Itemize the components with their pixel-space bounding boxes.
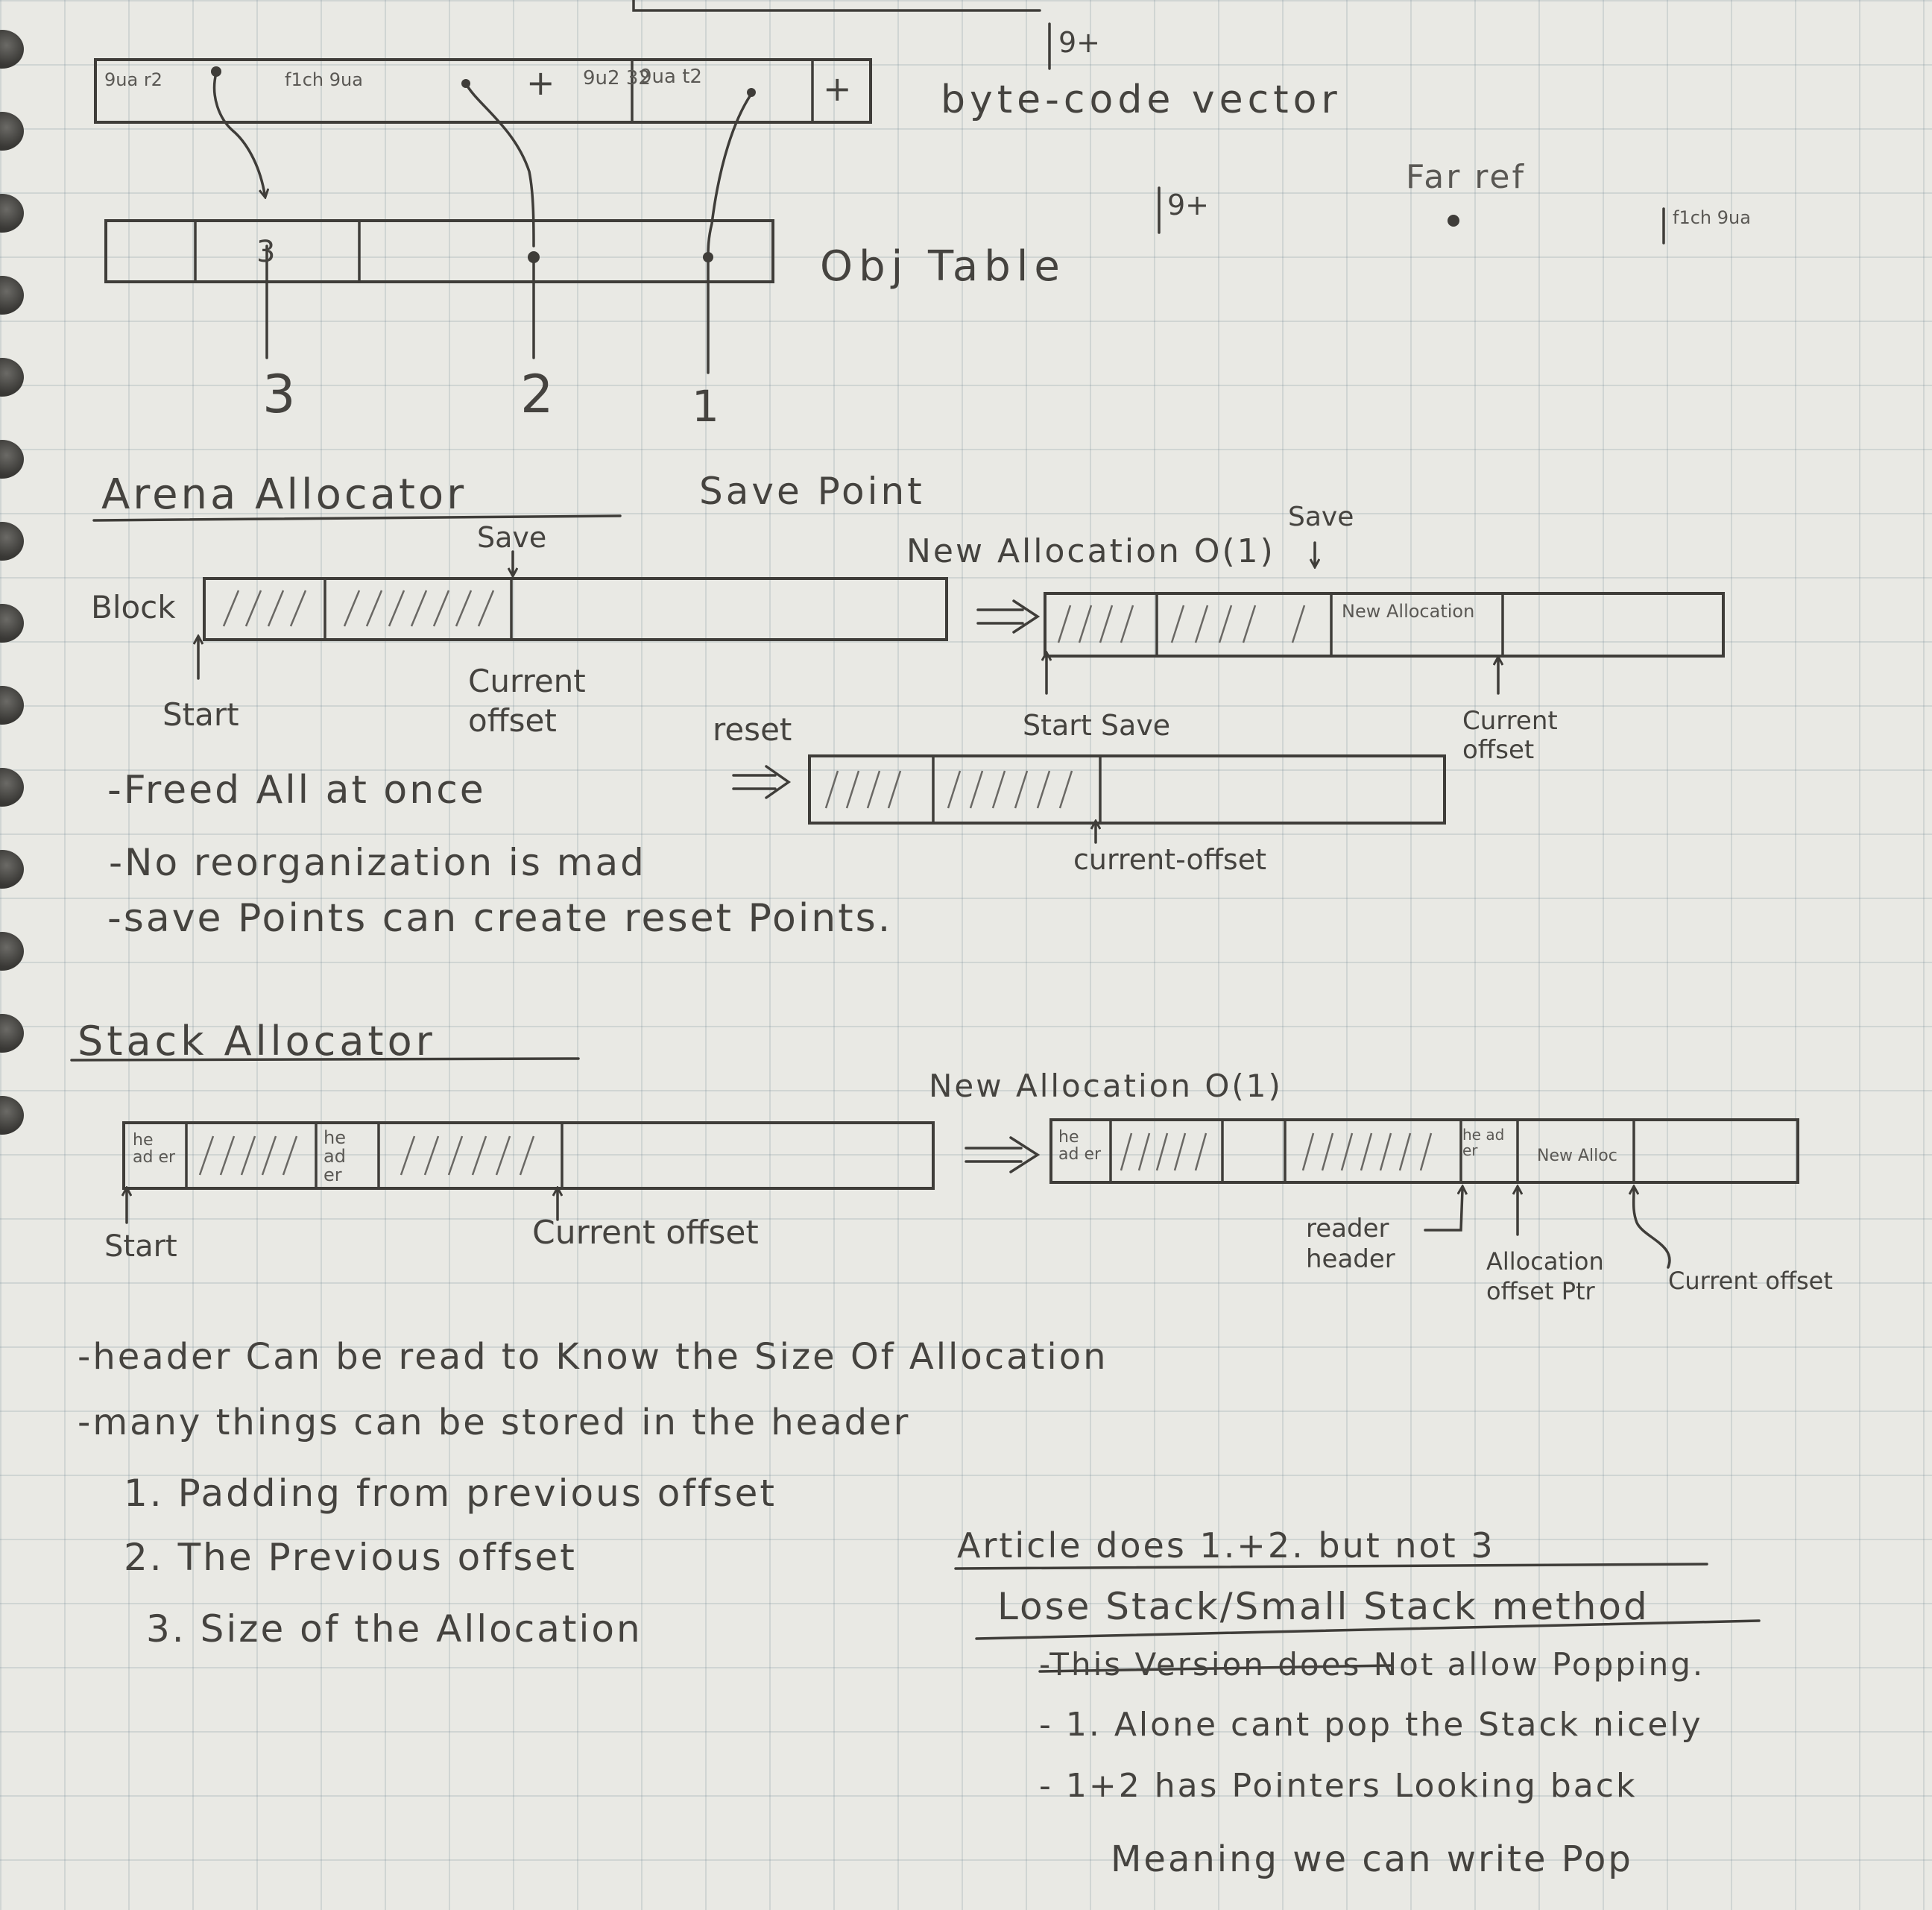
bytecode-cell: 9ua r2	[104, 69, 162, 90]
table-label: Obj Table	[820, 242, 1066, 291]
header-cell: he ad er	[133, 1131, 176, 1167]
stack-hatch	[1121, 1133, 1431, 1170]
current-offset-label: Current offset	[468, 663, 586, 739]
current-offset-label: Current offset	[1668, 1267, 1833, 1295]
offset-arrow	[1634, 1190, 1670, 1267]
arena-heading: Arena Allocator	[101, 470, 467, 519]
stack-hatch	[200, 1136, 534, 1175]
implies-arrow	[978, 601, 1038, 632]
stack-note: -header Can be read to Know the Size Of …	[78, 1336, 1108, 1378]
arena-note: -No reorganization is mad	[109, 841, 646, 884]
index-label: 2	[520, 364, 554, 425]
arena-block-new	[1045, 593, 1723, 656]
bytecode-cell: 9ua t2	[640, 66, 702, 88]
index-label: 1	[692, 381, 719, 432]
far-ref-label: Far ref	[1406, 158, 1526, 196]
method-title: Lose Stack/Small Stack method	[997, 1585, 1650, 1628]
far-ref-dot	[1448, 215, 1459, 227]
stack-block-new	[1051, 1120, 1798, 1182]
article-underline	[956, 1564, 1707, 1569]
stack-list-item: 1. Padding from previous offset	[124, 1472, 777, 1515]
bytecode-cell: +	[526, 63, 555, 103]
bytecode-cell: f1ch 9ua	[285, 69, 363, 90]
reader-arrow	[1425, 1190, 1462, 1230]
alloc-offset-label: Allocation offset Ptr	[1486, 1247, 1604, 1305]
bytecode-vector	[95, 60, 871, 122]
new-allocation-label: New Allocation O(1)	[929, 1068, 1283, 1104]
far-ref-marker: 9+	[1167, 189, 1210, 221]
arena-note: -Freed All at once	[107, 768, 486, 813]
current-offset-label: Current offset	[1462, 706, 1558, 766]
start-save-label: Start Save	[1023, 709, 1171, 742]
implies-arrow	[966, 1138, 1038, 1172]
bytecode-dot	[211, 66, 221, 77]
stack-list-item: 2. The Previous offset	[124, 1536, 577, 1579]
new-alloc-cell: New Alloc	[1537, 1147, 1617, 1165]
new-allocation-label: New Allocation O(1)	[906, 532, 1275, 570]
method-note: -This Version does Not allow Popping.	[1039, 1646, 1705, 1683]
table-dot	[703, 252, 713, 262]
arena-hatch	[224, 590, 493, 626]
block-label: Block	[91, 589, 176, 625]
obj-table	[106, 221, 773, 282]
pointer-arrow	[215, 73, 265, 194]
method-note: Meaning we can write Pop	[1111, 1838, 1633, 1880]
current-offset-label: current-offset	[1073, 843, 1267, 876]
article-note: Article does 1.+2. but not 3	[957, 1525, 1495, 1566]
reader-header-label: reader header	[1306, 1214, 1395, 1274]
start-label: Start	[162, 696, 239, 733]
bytecode-note: 9+	[1058, 26, 1101, 59]
method-underline	[976, 1621, 1759, 1639]
arena-note: -save Points can create reset Points.	[107, 896, 893, 941]
method-note: - 1+2 has Pointers Looking back	[1039, 1767, 1638, 1805]
implies-arrow	[733, 766, 789, 798]
new-alloc-cell: New Allocation	[1342, 601, 1475, 622]
header-cell: he ad er	[323, 1127, 346, 1186]
save-point-label: Save Point	[699, 470, 925, 513]
stack-list-item: 3. Size of the Allocation	[146, 1607, 643, 1651]
table-dot	[528, 251, 540, 263]
current-offset-label: Current offset	[532, 1214, 759, 1252]
save-marker: Save	[477, 521, 547, 554]
arena-hatch	[826, 771, 1072, 808]
top-edge-box	[634, 0, 1040, 10]
stack-heading-underline	[72, 1059, 578, 1060]
arena-block-reset	[809, 756, 1445, 823]
table-marker: 3	[256, 235, 276, 269]
index-label: 3	[262, 364, 296, 425]
pointer-line	[466, 83, 534, 246]
pointer-line	[708, 94, 751, 257]
bytecode-cell: +	[823, 69, 852, 109]
header-cell: he ad er	[1058, 1128, 1102, 1164]
arena-heading-underline	[94, 516, 620, 520]
bytecode-dot	[461, 79, 470, 88]
reset-label: reset	[713, 711, 792, 748]
stack-heading: Stack Allocator	[78, 1018, 436, 1065]
arena-hatch	[1058, 605, 1304, 643]
start-label: Start	[104, 1229, 177, 1264]
far-ref-cell: f1ch 9ua	[1673, 207, 1751, 228]
bytecode-cell: 9u2 32	[583, 67, 651, 89]
strikethrough	[1040, 1665, 1390, 1671]
method-note: - 1. Alone cant pop the Stack nicely	[1039, 1706, 1703, 1744]
arena-block	[204, 579, 947, 640]
stack-note: -many things can be stored in the header	[78, 1402, 911, 1443]
bytecode-label: byte-code vector	[941, 78, 1342, 122]
bytecode-dot	[747, 88, 756, 97]
save-marker: Save	[1288, 502, 1354, 532]
header-cell: he ad er	[1462, 1126, 1505, 1159]
stack-block	[124, 1123, 933, 1188]
